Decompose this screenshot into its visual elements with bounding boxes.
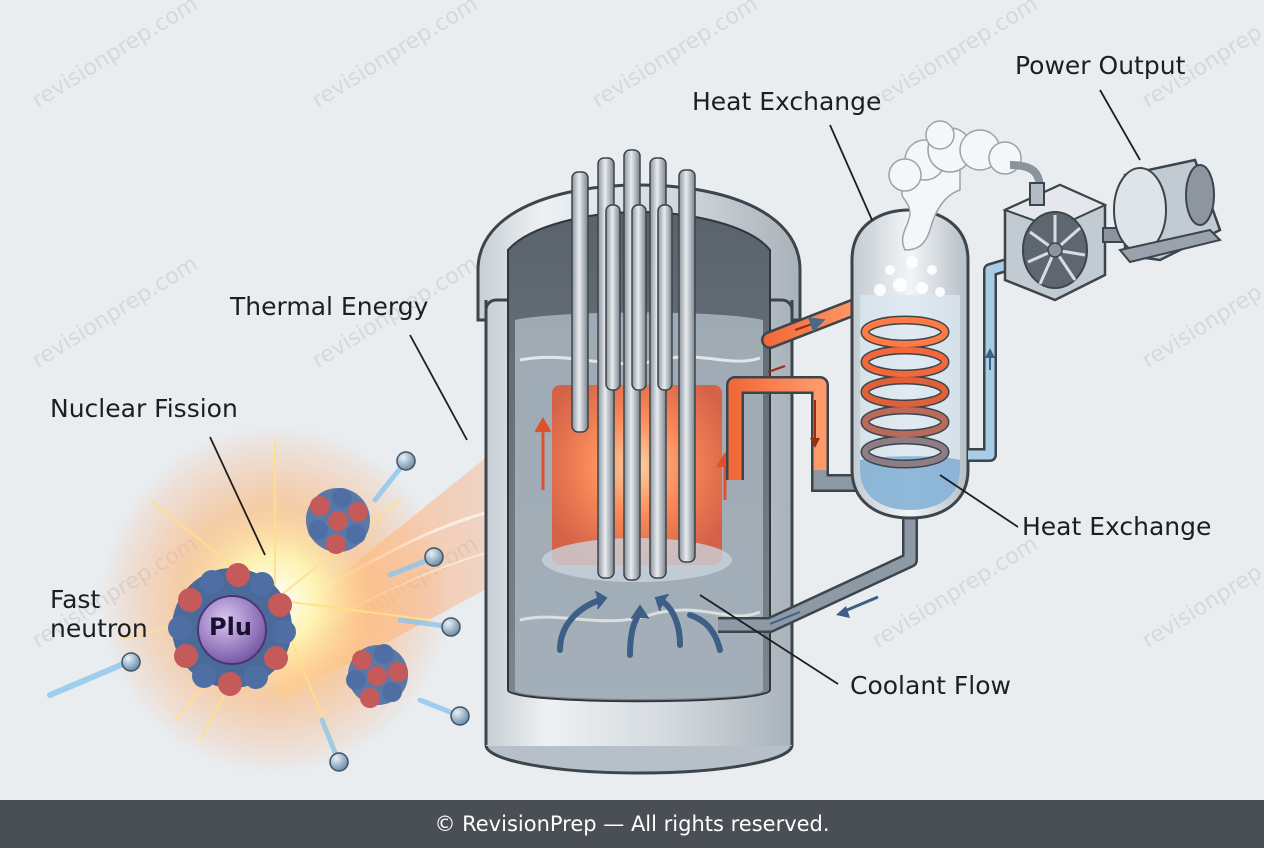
fast-neutron-particle [121,652,141,672]
label-heat-exchange-top: Heat Exchange [692,87,882,116]
control-rods [571,149,696,581]
leader-lines [209,89,1141,685]
copyright-footer: © RevisionPrep — All rights reserved. [0,800,1264,848]
fission-fragment [346,644,408,708]
released-neutrons [319,451,470,772]
generator [1102,158,1222,264]
label-heat-exchange-right: Heat Exchange [1022,512,1212,541]
hot-coolant-pipe [726,296,869,480]
cool-return-pipe [718,470,918,633]
reactor-illustration [47,89,1222,775]
label-fast-neutron-line1: Fast [50,585,101,614]
turbine [1002,182,1108,302]
label-fast-neutron: Fast neutron [50,585,148,644]
label-thermal-energy: Thermal Energy [230,292,429,321]
label-power-output: Power Output [1015,51,1186,80]
copyright-text: © RevisionPrep — All rights reserved. [434,812,830,836]
label-fast-neutron-line2: neutron [50,613,148,643]
label-coolant-flow: Coolant Flow [850,671,1011,700]
coolant-circulation-arrows [557,591,723,658]
heat-exchanger [810,208,970,520]
plutonium-nucleus [168,563,296,696]
fission-fragment [306,488,370,554]
nucleus-symbol: Plu [209,613,252,641]
label-nuclear-fission: Nuclear Fission [50,394,238,423]
steam-plume [888,120,1044,251]
